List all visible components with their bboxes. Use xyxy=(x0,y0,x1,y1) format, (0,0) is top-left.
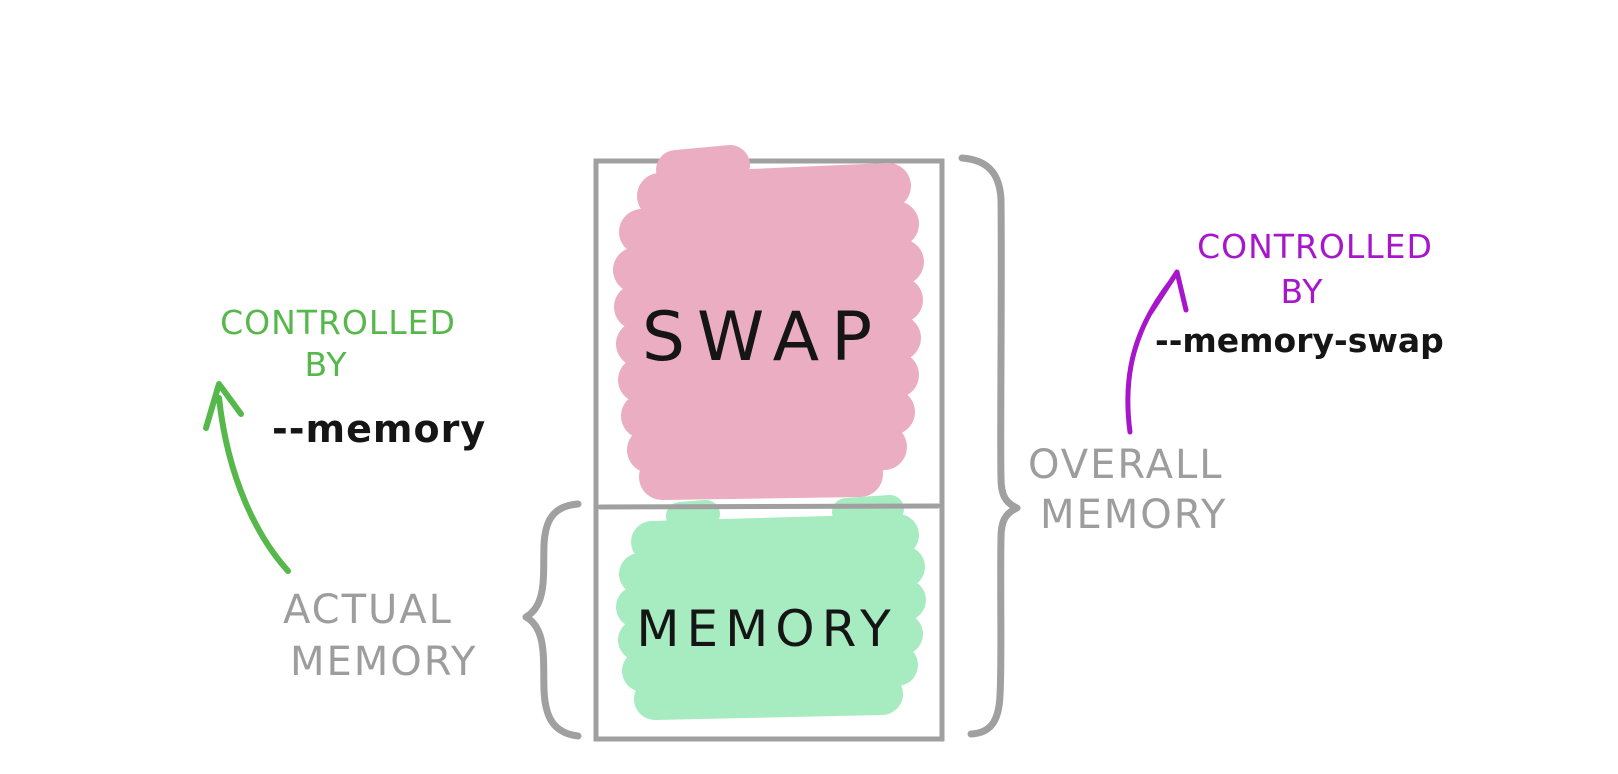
swap-scribble-top-overflow xyxy=(656,145,750,190)
swap-region-scribble xyxy=(613,163,924,500)
memory-region-scribble xyxy=(616,514,926,720)
actual-memory-label: ACTUAL MEMORY xyxy=(283,587,477,685)
memory-flag-label: --memory xyxy=(272,407,486,451)
memory-swap-flag-label: --memory-swap xyxy=(1155,321,1444,360)
right-controlled-by-line2: BY xyxy=(1281,272,1324,311)
green-arrow xyxy=(203,381,291,574)
swap-label: SWAP xyxy=(642,298,884,377)
overall-memory-label: OVERALL MEMORY xyxy=(1028,442,1227,538)
actual-memory-brace xyxy=(522,500,582,740)
left-controlled-by-annotation: CONTROLLED BY --memory xyxy=(203,303,486,574)
purple-arrow xyxy=(1125,269,1189,435)
memory-scribble-top-overflow xyxy=(666,495,904,530)
left-controlled-by-line1: CONTROLLED xyxy=(220,303,456,342)
memory-label: MEMORY xyxy=(636,600,897,658)
right-controlled-by-line1: CONTROLLED xyxy=(1197,227,1433,266)
actual-memory-line1: ACTUAL xyxy=(283,587,453,633)
box-divider-line xyxy=(597,503,941,510)
right-controlled-by-annotation: CONTROLLED BY --memory-swap xyxy=(1125,227,1444,435)
overall-memory-line1: OVERALL xyxy=(1028,442,1224,488)
memory-box xyxy=(593,158,945,742)
left-controlled-by-line2: BY xyxy=(305,345,348,384)
overall-memory-line2: MEMORY xyxy=(1040,492,1227,538)
overall-memory-brace xyxy=(958,154,1021,738)
actual-memory-line2: MEMORY xyxy=(290,639,477,685)
